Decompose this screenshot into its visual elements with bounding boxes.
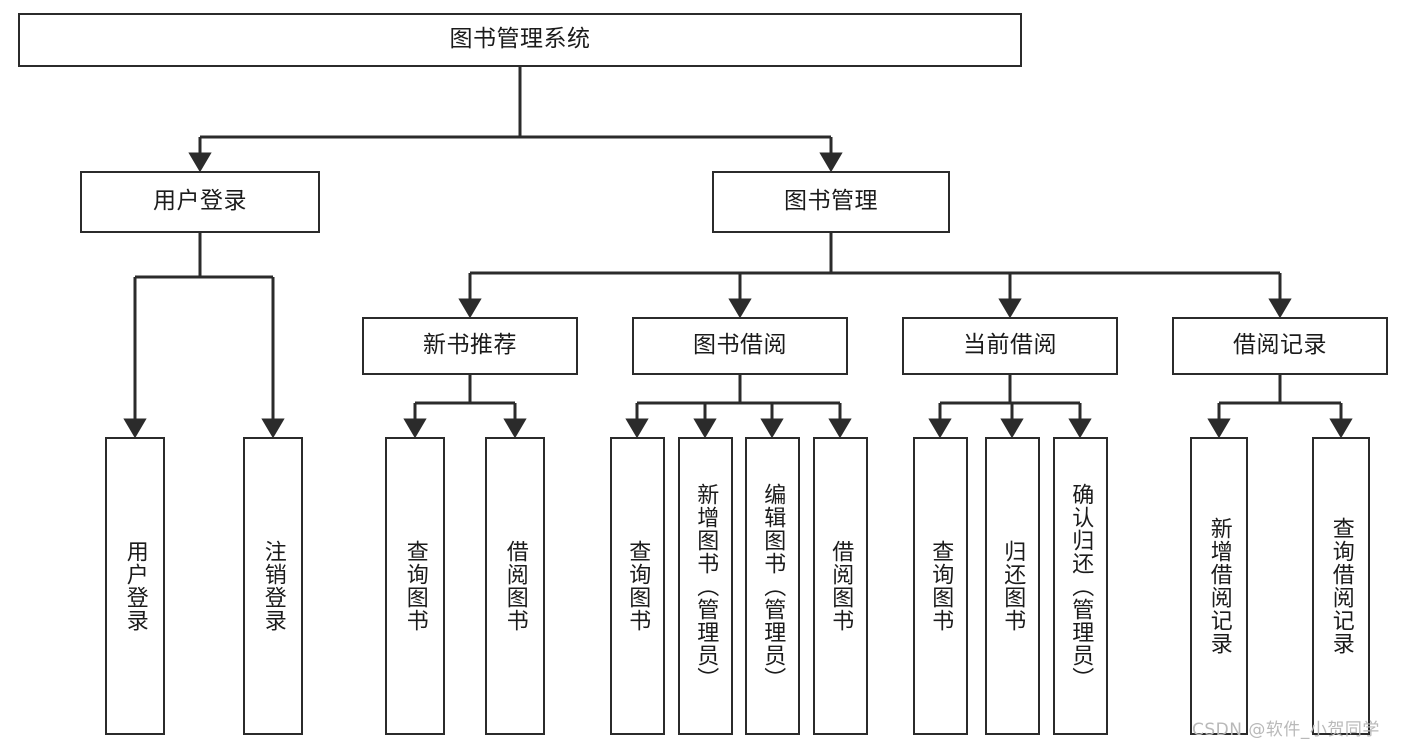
node-label: 归还图书 (1000, 540, 1026, 632)
node-label: 借阅图书 (828, 540, 854, 632)
node-label: 新书推荐 (423, 332, 517, 359)
node-leaf-query-book-borrow[interactable]: 查询图书 (610, 437, 665, 735)
node-label: 用户登录 (153, 188, 247, 215)
node-label: 图书借阅 (693, 332, 787, 359)
node-label: 查询图书 (928, 540, 954, 632)
node-leaf-add-borrow-record[interactable]: 新增借阅记录 (1190, 437, 1248, 735)
node-label: 用户登录 (122, 540, 148, 632)
node-leaf-query-book-current[interactable]: 查询图书 (913, 437, 968, 735)
node-leaf-user-login[interactable]: 用户登录 (105, 437, 165, 735)
edge-group-book-borrow (625, 375, 852, 439)
node-book-borrow[interactable]: 图书借阅 (632, 317, 848, 375)
node-label: 查询图书 (625, 540, 651, 632)
node-label: 查询借阅记录 (1328, 517, 1354, 655)
edge-group-book-manage (458, 233, 1292, 319)
node-leaf-query-borrow-record[interactable]: 查询借阅记录 (1312, 437, 1370, 735)
node-label: 借阅图书 (502, 540, 528, 632)
node-label: 图书管理 (784, 188, 878, 215)
node-label: 查询图书 (402, 540, 428, 632)
node-book-manage[interactable]: 图书管理 (712, 171, 950, 233)
node-label: 注销登录 (260, 540, 286, 632)
edge-group-current-borrow (928, 375, 1092, 439)
node-label: 当前借阅 (963, 332, 1057, 359)
node-label: 确认归还（管理员） (1068, 482, 1094, 690)
node-user-login[interactable]: 用户登录 (80, 171, 320, 233)
node-label: 图书管理系统 (449, 26, 591, 53)
edge-group-root (188, 67, 843, 173)
node-leaf-add-book[interactable]: 新增图书（管理员） (678, 437, 733, 735)
node-leaf-confirm-return[interactable]: 确认归还（管理员） (1053, 437, 1108, 735)
node-new-book-recommend[interactable]: 新书推荐 (362, 317, 578, 375)
edge-group-new-book-recommend (403, 375, 527, 439)
node-root-system[interactable]: 图书管理系统 (18, 13, 1022, 67)
node-leaf-query-book-recommend[interactable]: 查询图书 (385, 437, 445, 735)
node-leaf-borrow-book-recommend[interactable]: 借阅图书 (485, 437, 545, 735)
edge-group-borrow-record (1207, 375, 1353, 439)
node-label: 编辑图书（管理员） (760, 482, 786, 690)
edge-group-user-login (123, 233, 285, 439)
node-current-borrow[interactable]: 当前借阅 (902, 317, 1118, 375)
node-label: 借阅记录 (1233, 332, 1327, 359)
node-leaf-return-book[interactable]: 归还图书 (985, 437, 1040, 735)
node-label: 新增借阅记录 (1206, 517, 1232, 655)
node-label: 新增图书（管理员） (693, 482, 719, 690)
node-leaf-borrow-book[interactable]: 借阅图书 (813, 437, 868, 735)
node-leaf-logout[interactable]: 注销登录 (243, 437, 303, 735)
node-borrow-record[interactable]: 借阅记录 (1172, 317, 1388, 375)
node-leaf-edit-book[interactable]: 编辑图书（管理员） (745, 437, 800, 735)
